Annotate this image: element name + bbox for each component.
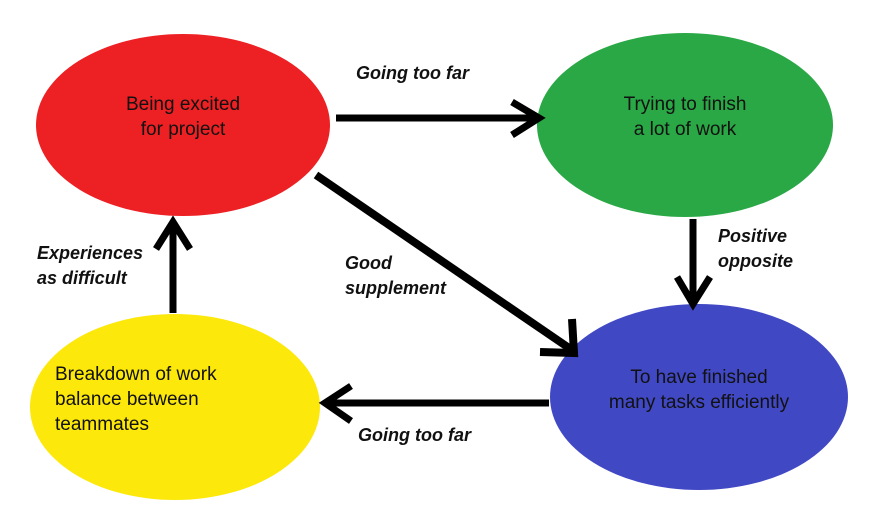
edge-label-going-too-far-bottom: Going too far xyxy=(358,425,471,445)
edge-arrow-trying-to-finished xyxy=(673,219,713,311)
node-trying-to-finish[interactable] xyxy=(537,33,833,217)
node-breakdown-of-work[interactable] xyxy=(30,314,320,500)
node-to-have-finished[interactable] xyxy=(550,304,848,490)
edge-arrow-finished-to-breakdown xyxy=(318,383,549,424)
edge-label-positive-opposite: Positive opposite xyxy=(718,226,793,271)
edge-arrow-excited-to-finished xyxy=(313,171,579,358)
edge-label-good-supplement: Good supplement xyxy=(345,253,447,298)
edge-label-experiences-as-difficult: Experiences as difficult xyxy=(37,243,144,288)
edge-arrow-breakdown-to-excited xyxy=(153,215,193,313)
edge-arrow-excited-to-trying xyxy=(336,98,546,138)
node-being-excited[interactable] xyxy=(36,34,330,216)
edge-label-going-too-far-top: Going too far xyxy=(356,63,469,83)
